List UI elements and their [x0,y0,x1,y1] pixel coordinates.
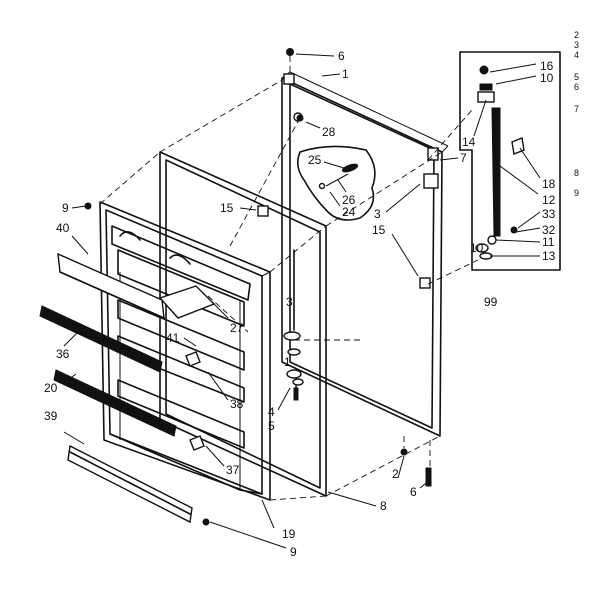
callout-10: 10 [540,71,554,85]
callout-15: 15 [220,201,234,215]
callout-36: 36 [56,347,70,361]
margin-mark: 7 [574,104,579,114]
margin-mark: 9 [574,188,579,198]
callout-6: 6 [338,49,345,63]
callout-12: 12 [542,193,556,207]
callout-5: 5 [268,419,275,433]
margin-mark: 2 [574,30,579,40]
callout-38: 38 [230,397,244,411]
callout-20: 20 [44,381,58,395]
margin-mark: 6 [574,82,579,92]
callout-25: 25 [308,153,322,167]
callout-18: 18 [542,177,556,191]
callout-32: 32 [542,223,556,237]
callout-1: 1 [342,67,349,81]
callout-28: 28 [322,125,336,139]
callout-39: 39 [44,409,58,423]
callout-2: 2 [392,467,399,481]
callout-3: 3 [374,207,381,221]
callout-9: 9 [62,201,69,215]
alignment-lines [99,56,479,501]
callout-15: 15 [372,223,386,237]
callout-40: 40 [56,221,70,235]
margin-mark: 4 [574,50,579,60]
callout-8: 8 [380,499,387,513]
handle-detail-blob [296,145,376,221]
margin-mark: 3 [574,40,579,50]
leader-lines [61,53,541,549]
callout-24: 24 [342,205,356,219]
callout-9: 9 [290,545,297,559]
callout-26: 26 [342,193,356,207]
hinge-assembly-kit [459,51,561,271]
callout-33: 33 [542,207,556,221]
callout-14: 14 [462,135,476,149]
callout-labels: 6 1 28 25 26 24 7 3 15 15 9 40 3 27 36 4… [44,49,556,559]
callout-1: 1 [284,355,291,369]
callout-99: 99 [484,295,498,309]
callout-27: 27 [230,321,244,335]
screws [84,48,432,526]
outer-door-panel [281,71,449,437]
callout-11: 11 [542,235,555,249]
callout-41: 41 [166,331,180,345]
callout-3: 3 [286,295,293,309]
callout-19: 19 [282,527,296,541]
callout-37: 37 [226,463,240,477]
callout-4: 4 [268,405,275,419]
margin-marks: 2 3 4 5 6 7 8 9 [574,30,579,198]
margin-mark: 8 [574,168,579,178]
callout-13: 13 [542,249,556,263]
callout-16: 16 [540,59,554,73]
callout-10: 10 [470,241,484,255]
callout-6: 6 [410,485,417,499]
door-shelves [39,252,193,524]
callout-7: 7 [460,151,467,165]
margin-mark: 5 [574,72,579,82]
